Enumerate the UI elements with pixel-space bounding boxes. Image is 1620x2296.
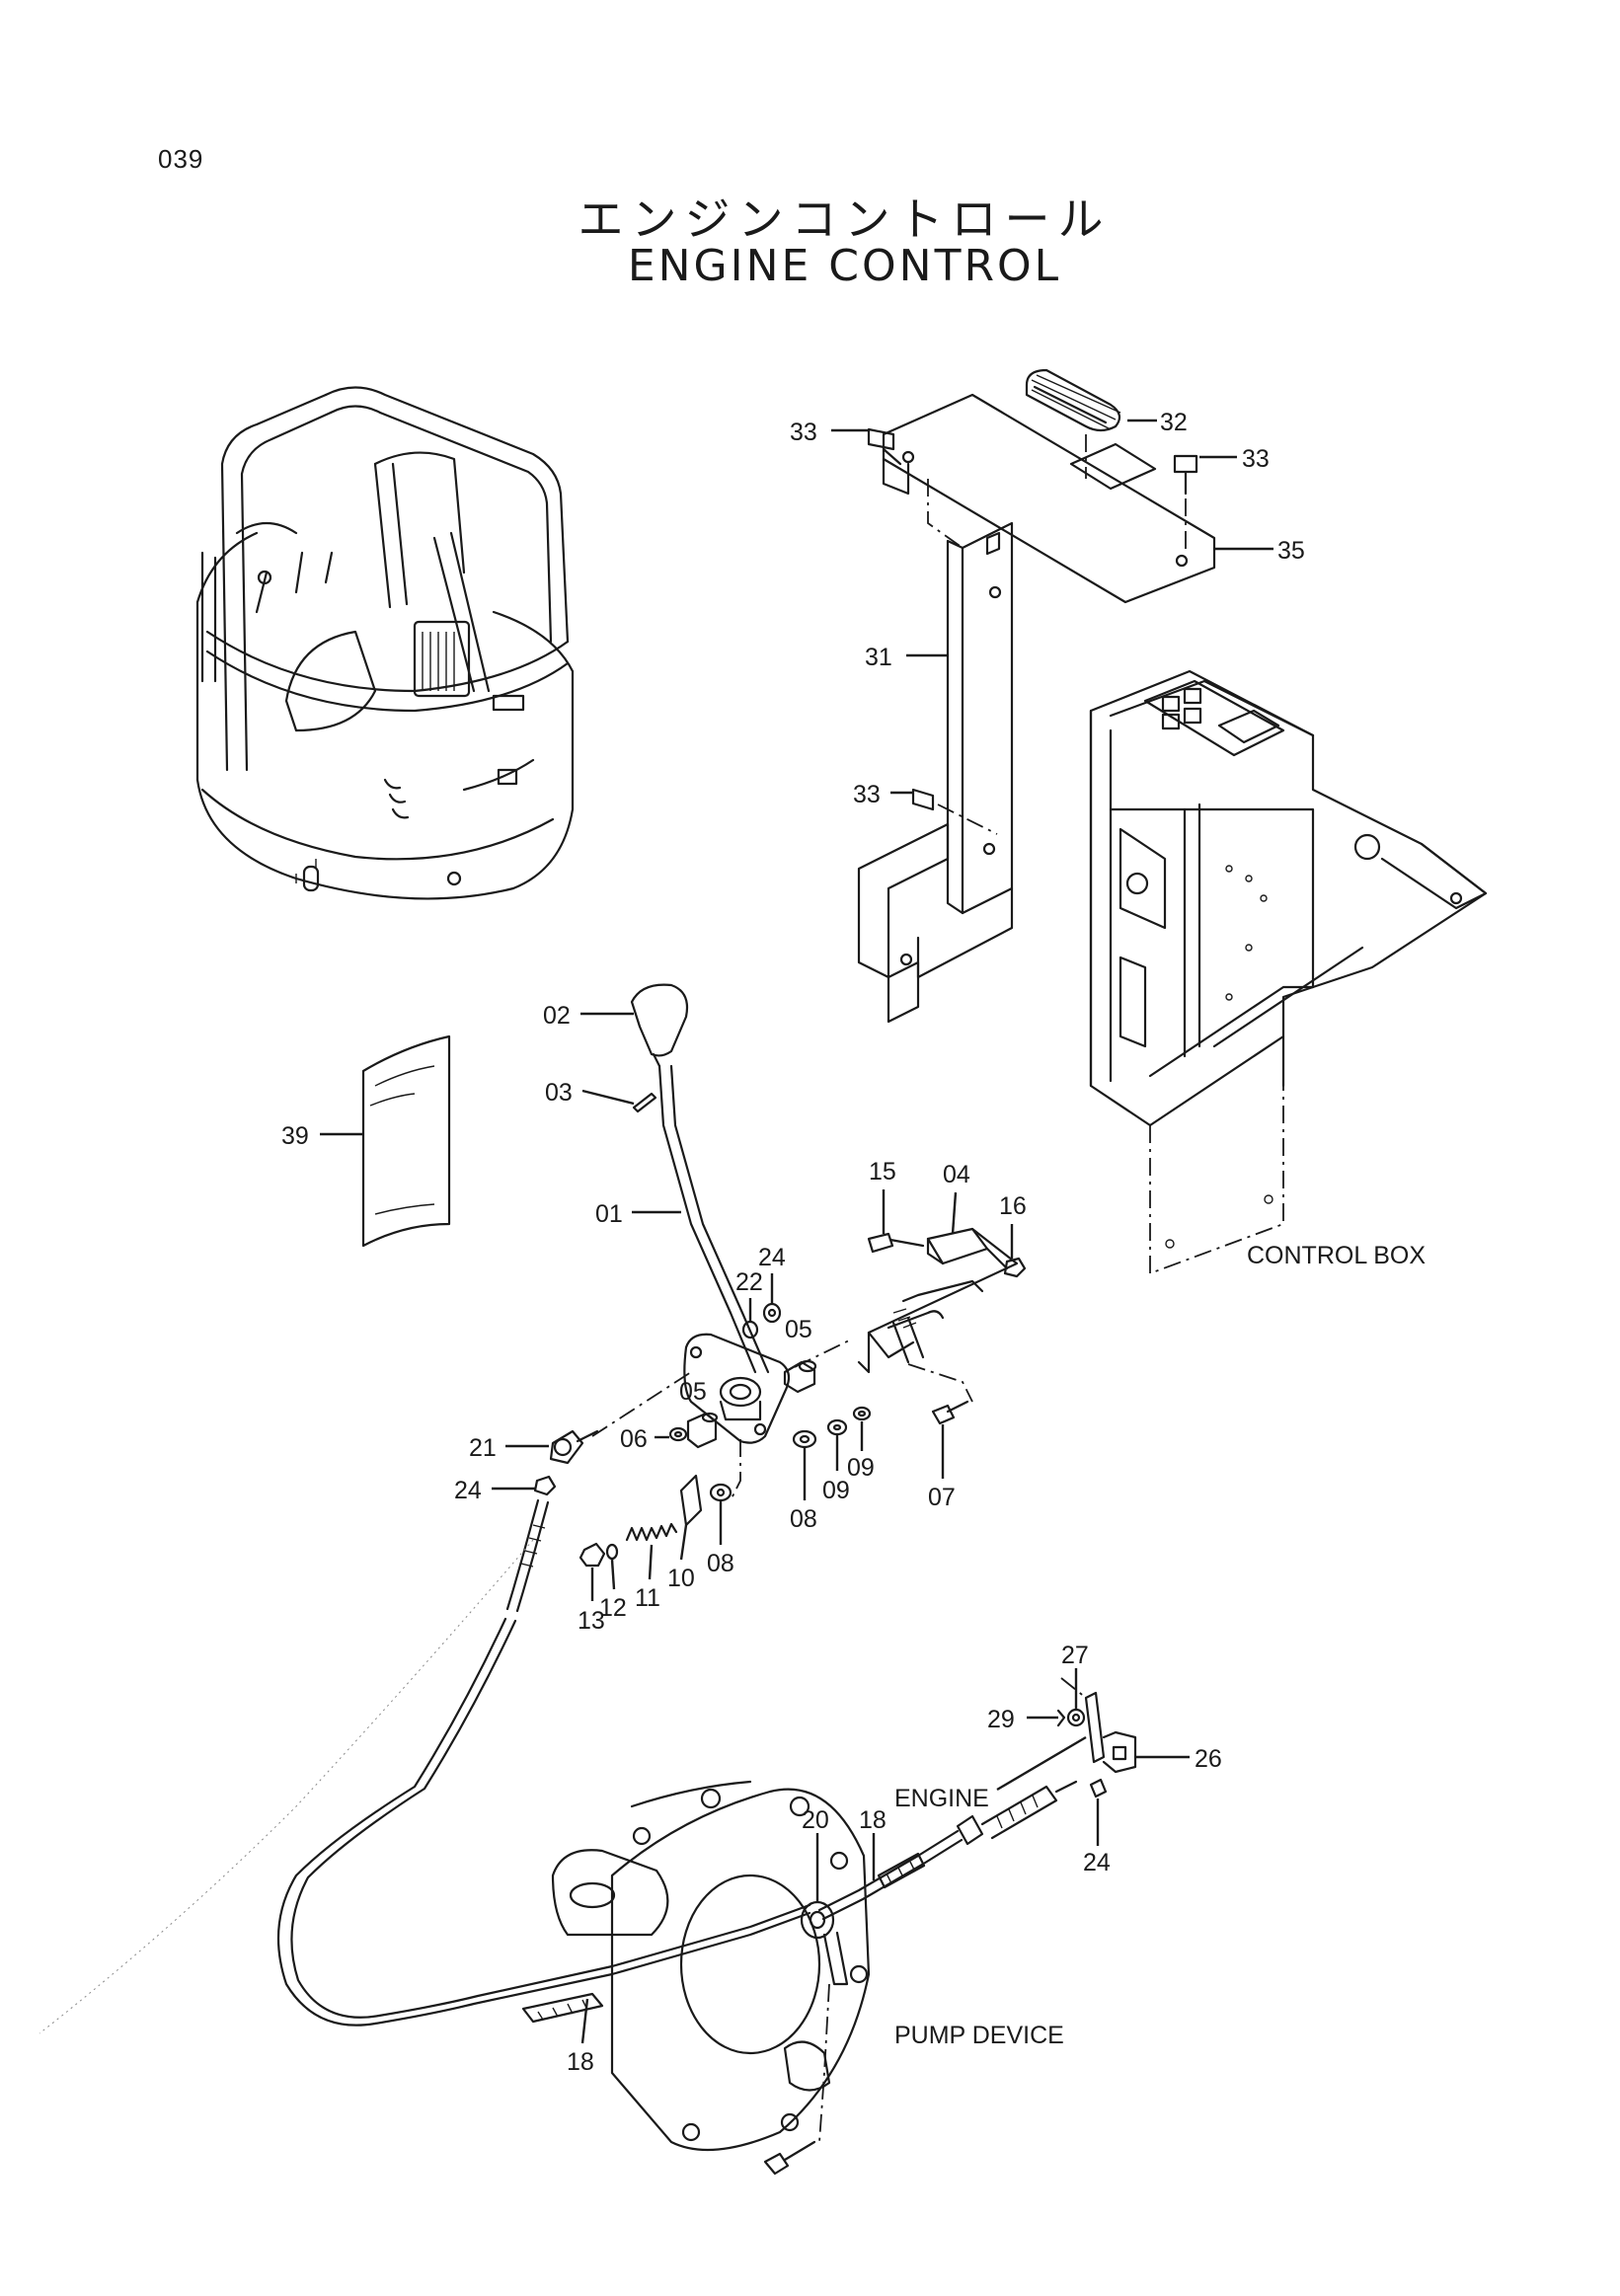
- callout-31: 31: [865, 644, 892, 671]
- callout-22: 22: [735, 1268, 763, 1296]
- callout-24: 24: [1083, 1849, 1111, 1876]
- callout-08: 08: [707, 1550, 734, 1577]
- throttle-lever-assembly: [505, 983, 1027, 1613]
- callout-12: 12: [599, 1594, 627, 1622]
- callout-20: 20: [802, 1806, 829, 1834]
- callout-18: 18: [567, 2048, 594, 2076]
- callout-35: 35: [1277, 537, 1305, 565]
- engine-label: ENGINE: [894, 1785, 989, 1812]
- callout-24: 24: [454, 1477, 482, 1504]
- pump-device-label: PUMP DEVICE: [894, 2022, 1064, 2049]
- callout-09: 09: [847, 1454, 875, 1482]
- excavator-cab-illustration: [195, 386, 575, 900]
- callout-09: 09: [822, 1477, 850, 1504]
- callout-29: 29: [987, 1706, 1015, 1733]
- page-number: 039: [158, 144, 204, 174]
- control-box-illustration: [1089, 669, 1488, 1275]
- callout-39: 39: [281, 1122, 309, 1150]
- throttle-cable-and-pump: [276, 1617, 1137, 2176]
- title-english: ENGINE CONTROL: [627, 241, 1062, 291]
- callout-02: 02: [543, 1002, 571, 1030]
- callout-11: 11: [635, 1584, 660, 1612]
- callout-06: 06: [620, 1425, 648, 1453]
- callout-04: 04: [943, 1161, 970, 1188]
- control-box-bracket-assembly: [857, 368, 1216, 1024]
- title-japanese: エンジンコントロール: [578, 192, 1112, 246]
- dotted-reference-line: [39, 1539, 534, 2034]
- callout-16: 16: [999, 1192, 1027, 1220]
- callout-leaders: [320, 419, 1273, 2044]
- callout-10: 10: [667, 1565, 695, 1592]
- callout-33: 33: [790, 419, 817, 446]
- callout-24: 24: [758, 1244, 786, 1271]
- callout-21: 21: [469, 1434, 497, 1462]
- callout-01: 01: [595, 1200, 623, 1228]
- assembly-labels: CONTROL BOX ENGINE PUMP DEVICE: [894, 1242, 1426, 2049]
- callout-03: 03: [545, 1079, 573, 1107]
- callout-15: 15: [869, 1158, 896, 1186]
- callout-27: 27: [1061, 1642, 1089, 1669]
- control-box-label: CONTROL BOX: [1247, 1242, 1426, 1269]
- callout-33: 33: [1242, 445, 1270, 473]
- callout-32: 32: [1160, 409, 1188, 436]
- callout-08: 08: [790, 1505, 817, 1533]
- callout-05: 05: [679, 1378, 707, 1406]
- callout-05: 05: [785, 1316, 812, 1343]
- callout-33: 33: [853, 781, 881, 808]
- part-39-pouch: [361, 1034, 451, 1248]
- callout-18: 18: [859, 1806, 887, 1834]
- callout-07: 07: [928, 1484, 956, 1511]
- callout-13: 13: [578, 1607, 605, 1635]
- callout-labels: 33 32 33 35 31 33 02 03 39 01 15 04 16 2…: [281, 409, 1305, 2076]
- callout-26: 26: [1195, 1745, 1222, 1773]
